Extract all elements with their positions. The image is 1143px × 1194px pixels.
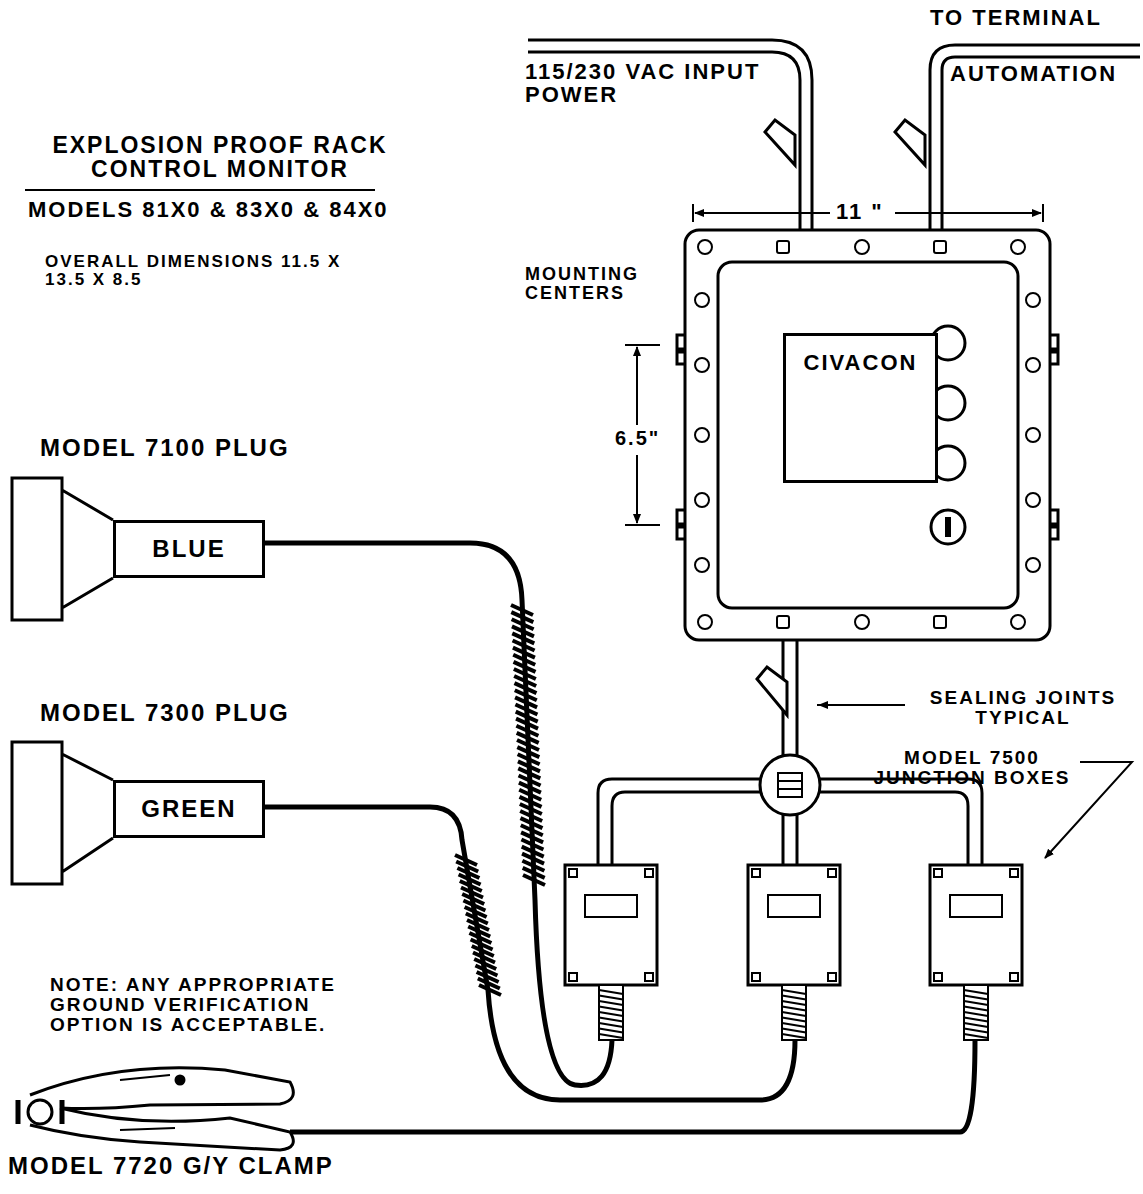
label-text: MODEL 7100 PLUG bbox=[40, 435, 400, 460]
label-text: EXPLOSION PROOF RACK CONTROL MONITOR bbox=[20, 133, 420, 181]
label-text: MODEL 7300 PLUG bbox=[40, 700, 400, 725]
node-text: GREEN bbox=[141, 795, 236, 823]
label-text: OVERALL DIMENSIONS 11.5 X 13.5 X 8.5 bbox=[45, 253, 365, 289]
label-text: MODEL 7720 G/Y CLAMP bbox=[8, 1153, 448, 1178]
label-text: MODELS 81X0 & 83X0 & 84X0 bbox=[28, 198, 548, 221]
label-text: NOTE: ANY APPROPRIATE GROUND VERIFICATIO… bbox=[50, 975, 390, 1035]
node-text: CIVACON bbox=[804, 350, 918, 376]
plug-body: GREEN bbox=[113, 780, 265, 838]
label-text: TO TERMINAL bbox=[930, 6, 1140, 29]
label-text: 115/230 VAC INPUT POWER bbox=[525, 60, 765, 106]
label-text: SEALING JOINTS TYPICAL bbox=[905, 688, 1141, 728]
display-window: CIVACON bbox=[783, 333, 938, 483]
label-text: 11 " bbox=[833, 200, 887, 223]
label-text: MOUNTING CENTERS bbox=[525, 265, 665, 303]
label-text: MODEL 7500 JUNCTION BOXES bbox=[862, 748, 1082, 788]
plug-body: BLUE bbox=[113, 520, 265, 578]
node-text: BLUE bbox=[152, 535, 225, 563]
label-text: AUTOMATION bbox=[950, 62, 1140, 85]
label-text: 6.5" bbox=[612, 428, 663, 449]
